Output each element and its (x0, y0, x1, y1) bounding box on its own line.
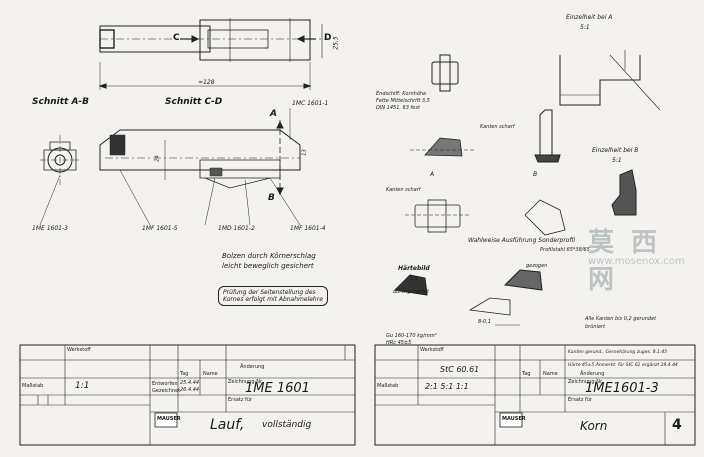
part-1mc: 1MC 1601-1 (292, 100, 329, 107)
right-zeichnung-label: Zeichnung-Nr (568, 379, 603, 385)
label-b-left: B (268, 193, 275, 203)
right-logo-text: MAUSER (502, 416, 526, 422)
dim-13: 13 (301, 149, 308, 156)
right-ersatz-label: Ersatz für (568, 397, 593, 403)
right-massstab-label: Maßstab (377, 383, 399, 389)
kanten-scharf-2: Kanten scharf (386, 187, 421, 193)
dim-height: 25,5 (332, 36, 340, 50)
part-1me3: 1ME 1601-3 (32, 225, 68, 232)
boxed-note-line1: Prüfung der Seitenstellung des (223, 289, 316, 296)
haertebild-title: Härtebild (398, 265, 430, 272)
wahlweise-sub: Profilstahl 65*38/65 (540, 247, 590, 253)
left-massstab-label: Maßstab (22, 383, 44, 389)
part-1mf5: 1MF 1601-5 (142, 225, 178, 232)
label-d: D (324, 33, 332, 43)
left-werkstoff-label: Werkstoff (67, 347, 91, 353)
alle-kanten-note: Alle Kanten bis 0,2 gerundet (585, 316, 657, 322)
left-title: Lauf, (210, 417, 245, 433)
watermark-logo: 莫 西 网 (588, 228, 662, 295)
right-change1: Kanten gerund., Gernehärung zuges. 8.1.4… (568, 350, 668, 355)
detail-a-title: Einzelheit bei A (566, 14, 613, 21)
left-date2: 26.4.44 (180, 387, 200, 393)
right-zeichnung-value: 1ME1601-3 (585, 381, 659, 396)
label-a-left: A (270, 109, 277, 119)
label-a-right: A (430, 171, 435, 178)
left-massstab-value: 1:1 (75, 381, 90, 391)
mauser-logo-left (154, 412, 178, 428)
dim-b: 8-0,1 (478, 319, 491, 325)
left-date1: 25.4.44 (180, 380, 200, 386)
page-number: 4 (672, 417, 682, 433)
label-c: C (173, 33, 180, 43)
left-zeichnung-label: Zeichnung-Nr (228, 379, 263, 385)
detail-a-scale: 5:1 (580, 24, 590, 31)
korn-b-view (539, 109, 553, 161)
left-name-label: Name (203, 371, 218, 377)
left-zeichnung-value: 1ME 1601 (245, 381, 310, 396)
left-ersatz-label: Ersatz für (228, 397, 253, 403)
boxed-note: Prüfung der Seitenstellung des Kornes er… (218, 286, 328, 306)
note-small2: Fette Mittelschrift 3,5 (376, 98, 430, 104)
right-massstab-value: 2:1 5:1 1:1 (425, 382, 469, 391)
bruniert-note: brüniert (585, 324, 606, 330)
note-small3: DIN 1451, 63 fest (376, 105, 420, 111)
watermark-url: www.mosenox.com (588, 256, 685, 267)
wahlweise-note: Wahlweise Ausführung Sonderprofil (468, 237, 576, 244)
right-name-label: Name (543, 371, 558, 377)
left-tag-label: Tag (180, 371, 189, 377)
korn-front-view (431, 61, 459, 85)
label-b-right: B (533, 171, 538, 178)
dim-length: ≈128 (198, 79, 215, 86)
part-1md2: 1MD 1601-2 (218, 225, 255, 232)
section-cd-outline (99, 129, 301, 171)
haertebild-scale: 1:1 (410, 276, 419, 282)
durchgehaertet: durchgehärtet (393, 289, 429, 295)
kanten-scharf-1: Kanten scharf (480, 124, 515, 130)
dim-24: 24 (154, 155, 161, 162)
section-ab-title: Schnitt A-B (32, 97, 90, 107)
right-werkstoff-label: Werkstoff (420, 347, 444, 353)
left-entworfen: Entworfen (152, 381, 178, 387)
right-change2: Härte 45±5 Anmerkt. für StC 61 ergänzt 2… (568, 363, 678, 368)
detail-b-outline (611, 169, 637, 216)
note-line1: Bolzen durch Körnerschlag (222, 252, 316, 260)
gezogen-note: gezogen (526, 263, 548, 269)
left-gezeichnet: Gezeichnet (152, 388, 181, 394)
hardness-2: HRc 45±5 (386, 340, 412, 346)
detail-a-outline (559, 55, 641, 106)
left-subtitle: vollständig (262, 420, 312, 430)
boxed-note-line2: Kornes erfolgt mit Abnahmelehre (223, 296, 323, 303)
right-aenderung-label: Änderung (580, 371, 605, 377)
part-1mf4: 1MF 1601-4 (290, 225, 326, 232)
detail-b-scale: 5:1 (612, 157, 622, 164)
left-logo-text: MAUSER (157, 416, 181, 422)
detail-b-title: Einzelheit bei B (592, 147, 639, 154)
right-tag-label: Tag (522, 371, 531, 377)
note-line2: leicht beweglich gesichert (222, 262, 314, 270)
section-cd-title: Schnitt C-D (165, 97, 223, 107)
hardness-1: Gu 160-170 kg/mm² (386, 333, 437, 339)
right-werkstoff-value: StC 60.61 (440, 365, 480, 374)
left-aenderung-label: Änderung (240, 364, 265, 370)
mauser-logo-right (499, 412, 523, 428)
receiver-outline (199, 19, 311, 61)
right-title: Korn (580, 419, 608, 433)
note-small1: Endschiff: Kornhöhe (376, 91, 427, 97)
